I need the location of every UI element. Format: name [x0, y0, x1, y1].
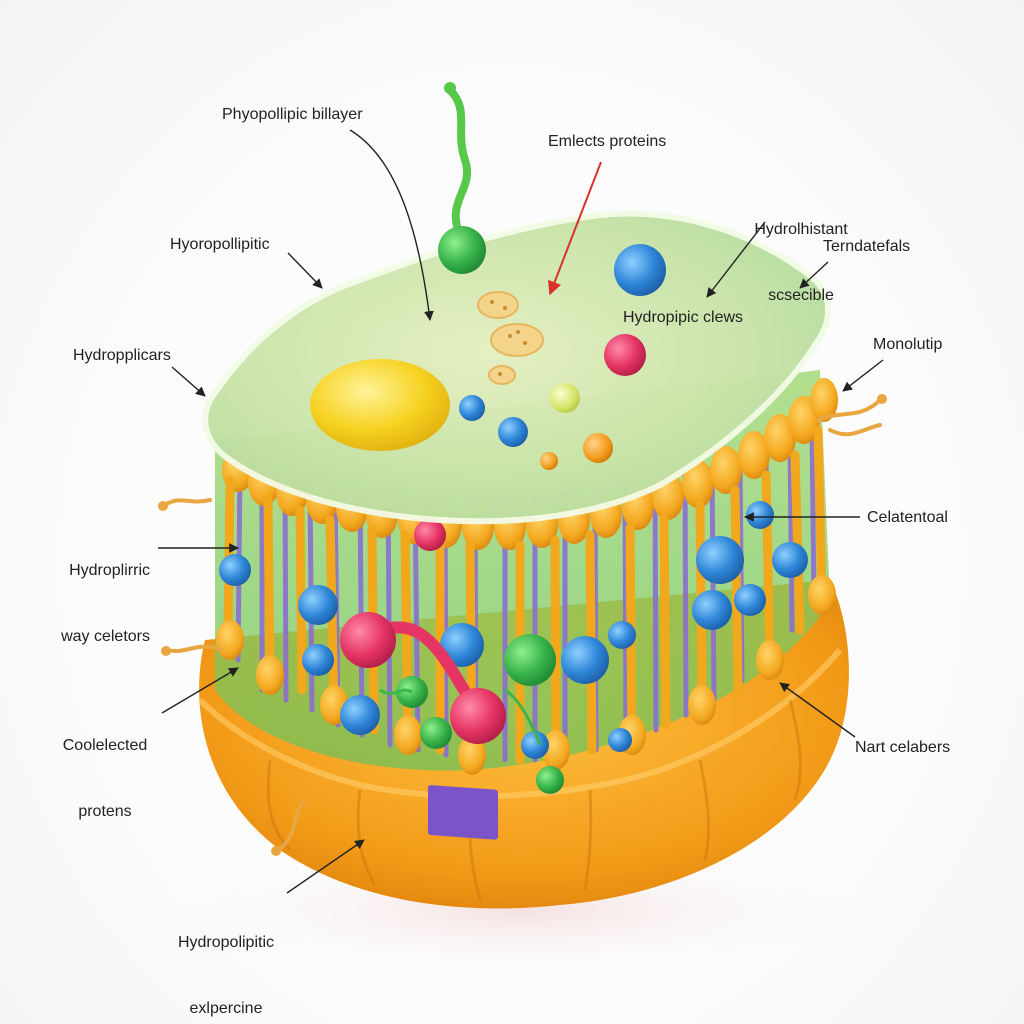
- leader-hydrolhistant: [706, 221, 766, 298]
- tiny-orange-sphere: [540, 452, 558, 470]
- label-celatentoal: Celatentoal: [867, 509, 948, 526]
- extracellular-tails: [163, 398, 882, 852]
- red-sphere: [604, 334, 646, 376]
- label-hydrolhistant: Hydrolhistant scsecible: [754, 221, 848, 304]
- leader-monolutip: [842, 359, 884, 392]
- label-hyoropollipitic: Hyoropollipitic: [170, 236, 270, 253]
- label-hydropolipitic-explercine: Hydropolipitic exlpercine: [177, 934, 275, 1017]
- label-coolelected-protens: Coolelected protens: [62, 737, 148, 820]
- label-hydroplipic-way-celetors: Hydroplirric way celetors: [61, 562, 150, 645]
- large-yellow-vesicle: [310, 359, 450, 451]
- blue-sphere: [614, 244, 666, 296]
- orange-sphere: [583, 433, 613, 463]
- leader-lines: [158, 129, 884, 894]
- small-blue-sphere-a: [459, 395, 485, 421]
- leader-coolelected: [161, 667, 239, 714]
- leader-embedded-proteins: [548, 161, 602, 296]
- label-embedded-proteins: Emlects proteins: [548, 133, 667, 150]
- extracellular-tail-ends: [158, 394, 887, 856]
- leader-terndatefals: [799, 261, 829, 289]
- leader-explercine: [286, 839, 365, 894]
- small-blue-sphere-b: [498, 417, 528, 447]
- label-hydropipic-clews: Hydropipic clews: [623, 309, 744, 326]
- label-hydropplicars: Hydropplicars: [73, 347, 171, 364]
- wall-proteins: [219, 501, 808, 840]
- label-terndatefals: Terndatefals: [823, 238, 911, 255]
- label-phospholipid-bilayer: Phyopollipic billayer: [222, 106, 363, 123]
- leader-phospholipid: [349, 129, 434, 321]
- leader-nart-celabers: [779, 682, 856, 738]
- cholesterol-discs: [477, 291, 544, 385]
- receptor-stalk: [446, 86, 471, 239]
- receptor-head: [438, 226, 486, 274]
- receptor-tip: [444, 82, 456, 94]
- label-nart-celabers: Nart celabers: [855, 739, 951, 756]
- leader-hydropplicars: [171, 366, 206, 397]
- lime-sphere: [550, 383, 580, 413]
- label-monolutip: Monolutip: [873, 336, 943, 353]
- leader-hyoropollipitic: [287, 252, 323, 289]
